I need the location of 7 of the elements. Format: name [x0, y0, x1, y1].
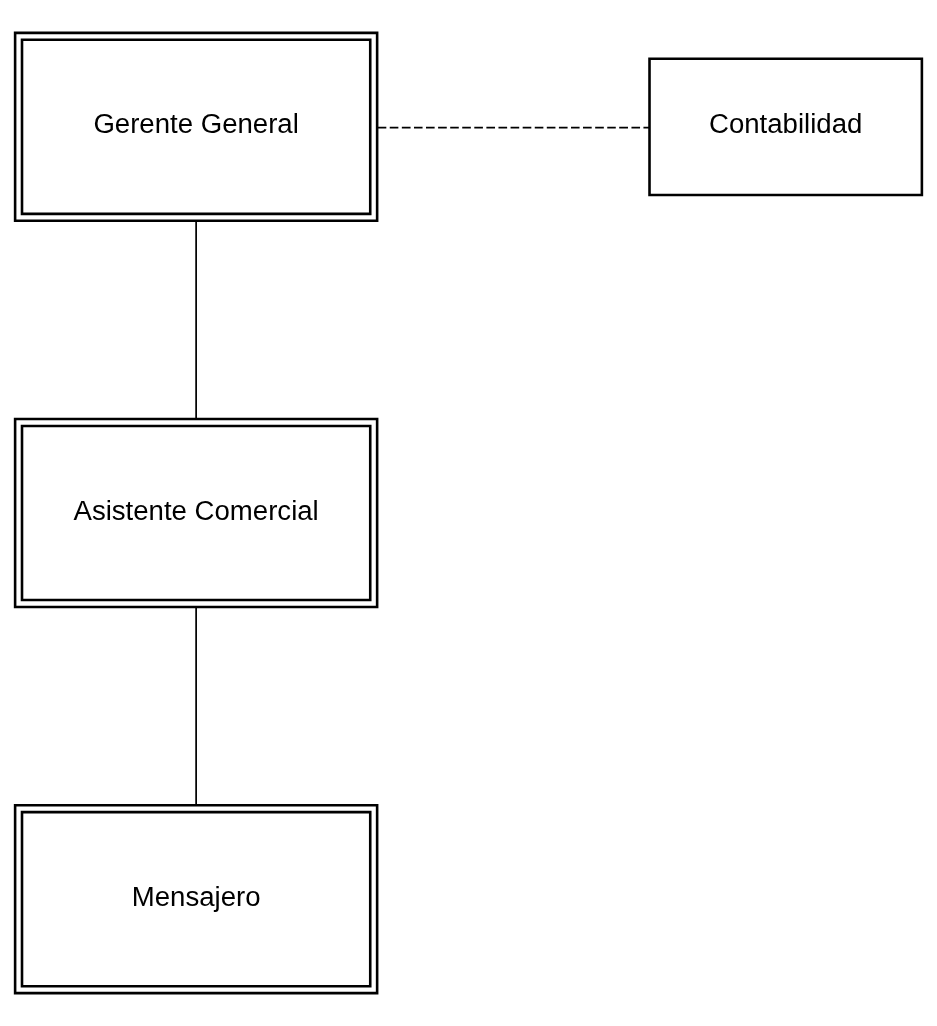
node-box: Gerente General	[13, 31, 379, 223]
node-box: Mensajero	[13, 803, 379, 995]
connector	[376, 126, 650, 129]
connector	[195, 606, 197, 806]
node-box: Contabilidad	[648, 57, 924, 197]
connector	[195, 219, 197, 420]
node-box: Asistente Comercial	[13, 417, 379, 609]
